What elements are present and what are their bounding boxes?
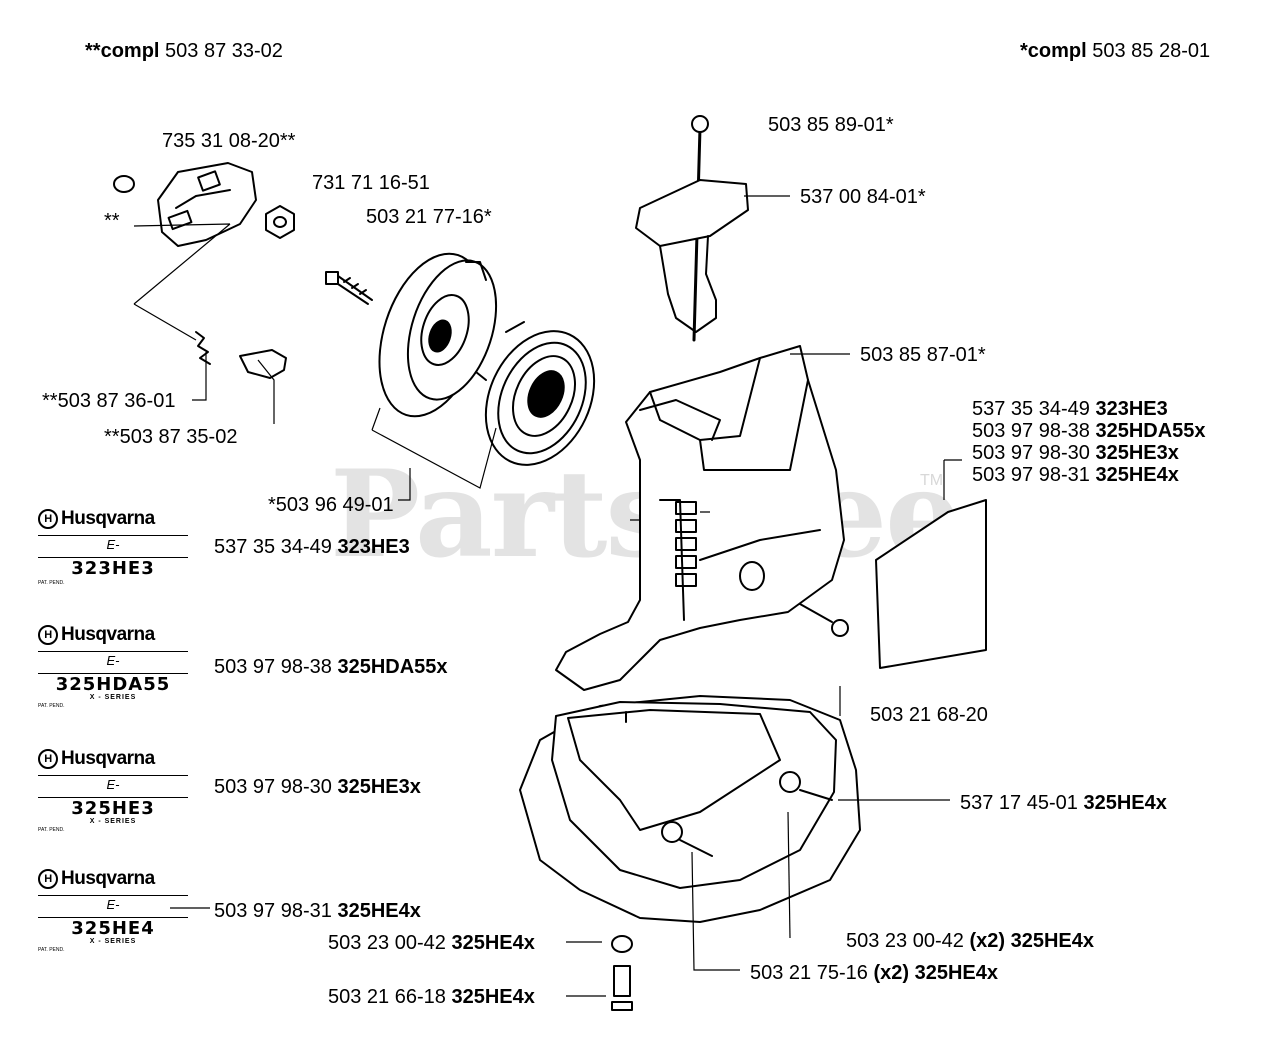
pawl — [239, 349, 287, 379]
washer-bottom — [611, 935, 633, 953]
part-label: 503 85 87-01* — [860, 344, 986, 366]
decal-label: 537 35 34-49 323HE3 — [214, 536, 410, 558]
base-label: 503 23 00-42 (x2) 325HE4x — [846, 930, 1094, 952]
part-label: 537 00 84-01* — [800, 186, 926, 208]
pawl-cover — [157, 162, 257, 247]
fan-housing — [555, 345, 845, 691]
part-label: 503 21 68-20 — [870, 704, 988, 726]
part-label: 735 31 08-20** — [162, 130, 296, 152]
part-label: 731 71 16-51 — [312, 172, 430, 194]
part-label: 503 21 77-16* — [366, 206, 492, 228]
husqvarna-logo-icon: H — [38, 509, 58, 529]
watermark-tm: TM — [920, 472, 944, 489]
washer-right — [779, 771, 801, 793]
base-label: 537 17 45-01 325HE4x — [960, 792, 1167, 814]
base-label: 503 21 66-18 325HE4x — [328, 986, 535, 1008]
kit-left: **compl 503 87 33-02 — [85, 40, 283, 62]
base-label: 503 23 00-42 325HE4x — [328, 932, 535, 954]
part-label: ** — [104, 210, 120, 232]
decal-label: 503 97 98-31 325HE4x — [214, 900, 421, 922]
part-label: 503 85 89-01* — [768, 114, 894, 136]
screw-bottom — [613, 965, 631, 997]
washer-left — [661, 821, 683, 843]
screw-pulley — [325, 271, 339, 285]
husqvarna-logo-icon: H — [38, 749, 58, 769]
decal-label: 503 97 98-30 325HE3x — [214, 776, 421, 798]
husqvarna-logo-icon: H — [38, 869, 58, 889]
decal-group-item: 503 97 98-38 325HDA55x — [972, 420, 1206, 442]
decal-group-item: 503 97 98-30 325HE3x — [972, 442, 1179, 464]
decal-group-item: 503 97 98-31 325HE4x — [972, 464, 1179, 486]
base-label: 503 21 75-16 (x2) 325HE4x — [750, 962, 998, 984]
decal-label: 503 97 98-38 325HDA55x — [214, 656, 448, 678]
pawl-spring — [195, 331, 211, 365]
part-label: *503 96 49-01 — [268, 494, 394, 516]
kit-right: *compl 503 85 28-01 — [1020, 40, 1211, 62]
starter-handle — [635, 179, 749, 247]
part-label: **503 87 36-01 — [42, 390, 176, 412]
part-label: **503 87 35-02 — [104, 426, 238, 448]
nut — [265, 205, 295, 239]
decal-sheet — [875, 499, 987, 669]
housing-bolt — [799, 603, 833, 623]
retaining-ring — [113, 175, 135, 193]
husqvarna-logo-icon: H — [38, 625, 58, 645]
decal-group-item: 537 35 34-49 323HE3 — [972, 398, 1168, 420]
